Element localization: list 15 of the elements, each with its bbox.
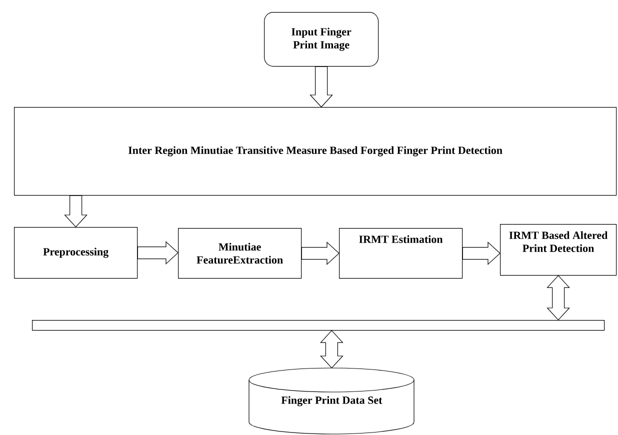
block-arrow <box>462 242 500 265</box>
block-arrow <box>301 242 340 265</box>
process-box: IRMT Based Altered Print Detection <box>500 224 617 276</box>
block-arrow <box>320 330 344 368</box>
process-box: IRMT Estimation <box>339 228 463 279</box>
block-arrow <box>310 66 333 108</box>
input-box: Input Finger Print Image <box>264 12 379 67</box>
block-arrow <box>546 275 570 320</box>
database-cylinder: Finger Print Data Set <box>248 368 414 434</box>
bar <box>32 320 605 331</box>
process-box: Inter Region Minutiae Transitive Measure Based Forged Finger Print Detection <box>14 107 617 196</box>
process-box: Minutiae FeatureExtraction <box>178 228 302 279</box>
block-arrow <box>137 241 178 264</box>
block-arrow <box>64 195 88 228</box>
process-box: Preprocessing <box>14 227 138 279</box>
